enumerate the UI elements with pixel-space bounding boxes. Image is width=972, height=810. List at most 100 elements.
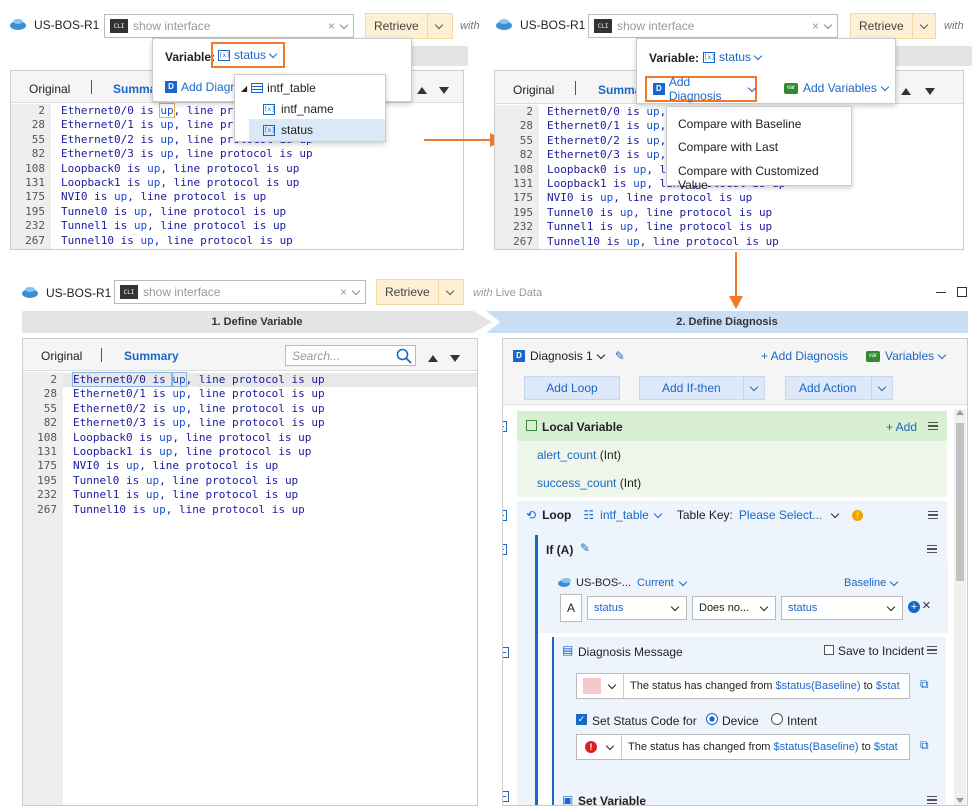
error-icon[interactable]: ! xyxy=(585,741,597,753)
tree-item-intf-name[interactable]: [x] intf_name xyxy=(263,102,334,116)
chevron-down-icon[interactable] xyxy=(439,285,461,299)
menu-icon[interactable] xyxy=(927,646,937,654)
code-line[interactable]: Tunnel10 is up, line protocol is up xyxy=(61,234,313,248)
retrieve-button[interactable]: Retrieve xyxy=(365,13,453,39)
code-line[interactable]: Tunnel0 is up, line protocol is up xyxy=(61,205,313,219)
retrieve-button[interactable]: Retrieve xyxy=(376,279,464,305)
tab-original[interactable]: Original xyxy=(29,82,70,96)
tab-original[interactable]: Original xyxy=(41,349,82,363)
variables-button[interactable]: var Variables xyxy=(866,349,945,363)
variable-row[interactable]: alert_count (Int) xyxy=(537,448,621,462)
search-icon[interactable] xyxy=(396,348,412,364)
chevron-down-icon[interactable] xyxy=(913,19,935,33)
sort-down-icon[interactable] xyxy=(925,84,935,98)
condition-operator-select[interactable]: Does no... xyxy=(692,596,776,620)
save-incident-checkbox[interactable] xyxy=(824,645,834,655)
variable-select[interactable]: [x] status xyxy=(703,50,761,64)
code-line[interactable]: Ethernet0/0 is up, line protocol is up xyxy=(73,373,325,387)
code-line[interactable]: Loopback0 is up, line protocol is up xyxy=(73,431,325,445)
loop-table-select[interactable]: intf_table xyxy=(600,508,649,522)
message-text[interactable]: The status has changed from $status(Base… xyxy=(622,741,909,753)
code-line[interactable]: NVI0 is up, line protocol is up xyxy=(73,459,325,473)
sort-up-icon[interactable] xyxy=(901,84,911,98)
menu-item-compare-baseline[interactable]: Compare with Baseline xyxy=(678,117,801,131)
menu-item-compare-custom[interactable]: Compare with Customized Value xyxy=(678,164,851,192)
variable-select[interactable]: [x] status xyxy=(211,42,285,68)
cli-command-input[interactable]: CLI show interface × xyxy=(114,280,366,304)
current-select[interactable]: Current xyxy=(637,577,674,589)
chevron-down-icon[interactable] xyxy=(609,679,615,693)
code-line[interactable]: Ethernet0/1 is up, line protocol is up xyxy=(73,387,325,401)
code-line[interactable]: Ethernet0/3 is up, line protocol is up xyxy=(73,416,325,430)
color-swatch[interactable] xyxy=(583,678,601,694)
collapse-icon[interactable] xyxy=(502,647,509,658)
maximize-icon[interactable] xyxy=(957,287,967,297)
code-line[interactable]: Tunnel1 is up, line protocol is up xyxy=(547,220,799,234)
variable-row[interactable]: success_count (Int) xyxy=(537,476,641,490)
clear-icon[interactable]: × xyxy=(328,19,335,33)
edit-icon[interactable]: ✎ xyxy=(615,349,625,363)
step-define-diagnosis[interactable]: 2. Define Diagnosis xyxy=(486,311,968,333)
add-diagnosis-button[interactable]: D Add Diagnosis xyxy=(645,76,757,102)
minimize-icon[interactable] xyxy=(936,292,946,293)
cli-command-input[interactable]: CLI show interface × xyxy=(588,14,838,38)
code-line[interactable]: Tunnel1 is up, line protocol is up xyxy=(61,219,313,233)
chevron-down-icon[interactable] xyxy=(353,285,359,299)
menu-icon[interactable] xyxy=(927,545,937,553)
cli-command-input[interactable]: CLI show interface × xyxy=(104,14,354,38)
tab-original[interactable]: Original xyxy=(513,83,554,97)
collapse-icon[interactable] xyxy=(502,510,507,521)
chevron-down-icon[interactable] xyxy=(825,19,831,33)
open-external-icon[interactable]: ⧉ xyxy=(920,677,929,692)
clear-icon[interactable]: × xyxy=(340,285,347,299)
code-line[interactable]: NVI0 is up, line protocol is up xyxy=(547,191,799,205)
collapse-icon[interactable] xyxy=(502,544,507,555)
remove-condition-icon[interactable]: × xyxy=(922,597,931,614)
add-condition-icon[interactable]: + xyxy=(908,601,920,613)
tab-summary[interactable]: Summa xyxy=(113,82,156,96)
code-line[interactable]: Ethernet0/3 is up, line protocol is up xyxy=(61,147,313,161)
step-define-variable[interactable]: 1. Define Variable xyxy=(22,311,492,333)
menu-icon[interactable] xyxy=(928,511,938,519)
collapse-icon[interactable] xyxy=(502,791,509,802)
retrieve-button[interactable]: Retrieve xyxy=(850,13,936,39)
code-line[interactable]: NVI0 is up, line protocol is up xyxy=(61,190,313,204)
set-status-checkbox[interactable]: ✓ xyxy=(576,714,587,725)
condition-left-select[interactable]: status xyxy=(587,596,687,620)
table-key-select[interactable]: Please Select... xyxy=(739,508,822,522)
tab-summary[interactable]: Summa xyxy=(598,83,641,97)
code-line[interactable]: Loopback1 is up, line protocol is up xyxy=(73,445,325,459)
sort-up-icon[interactable] xyxy=(428,351,438,365)
code-line[interactable]: Tunnel0 is up, line protocol is up xyxy=(73,474,325,488)
code-line[interactable]: Tunnel0 is up, line protocol is up xyxy=(547,206,799,220)
clear-icon[interactable]: × xyxy=(812,19,819,33)
menu-item-compare-last[interactable]: Compare with Last xyxy=(678,140,778,154)
add-diagnosis-button[interactable]: + Add Diagnosis xyxy=(761,349,848,363)
chevron-down-icon[interactable] xyxy=(872,381,892,395)
add-variable-button[interactable]: + Add xyxy=(886,420,917,434)
chevron-down-icon[interactable] xyxy=(428,19,450,33)
add-action-button[interactable]: Add Action xyxy=(785,376,893,400)
open-external-icon[interactable]: ⧉ xyxy=(920,738,929,753)
tree-item-status[interactable]: [x] status xyxy=(249,119,385,141)
code-line[interactable]: Tunnel1 is up, line protocol is up xyxy=(73,488,325,502)
code-line[interactable]: Loopback1 is up, line protocol is up xyxy=(61,176,313,190)
condition-right-select[interactable]: status xyxy=(781,596,903,620)
message-text[interactable]: The status has changed from $status(Base… xyxy=(624,680,909,692)
code-line[interactable]: Ethernet0/2 is up, line protocol is up xyxy=(73,402,325,416)
chevron-down-icon[interactable] xyxy=(607,740,613,754)
radio-device[interactable] xyxy=(706,713,718,725)
collapse-icon[interactable] xyxy=(502,421,507,432)
chevron-down-icon[interactable] xyxy=(832,508,838,522)
baseline-select[interactable]: Baseline xyxy=(844,577,897,589)
edit-icon[interactable]: ✎ xyxy=(580,541,590,555)
scrollbar[interactable] xyxy=(954,409,966,805)
tree-root[interactable]: ◢ intf_table xyxy=(241,81,316,95)
menu-icon[interactable] xyxy=(928,422,938,430)
code-line[interactable]: Tunnel10 is up, line protocol is up xyxy=(73,503,325,517)
add-diagnosis-button[interactable]: D Add Diagn xyxy=(165,80,237,94)
menu-icon[interactable] xyxy=(927,796,937,804)
search-input[interactable]: Search... xyxy=(285,345,416,366)
sort-up-icon[interactable] xyxy=(417,83,427,97)
radio-intent[interactable] xyxy=(771,713,783,725)
